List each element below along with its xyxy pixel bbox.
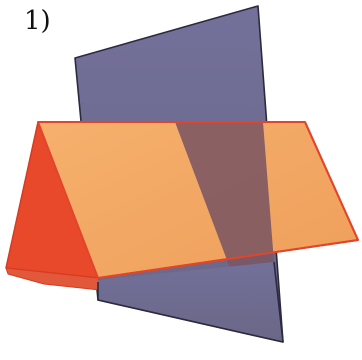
cutting-plane-lower — [98, 262, 283, 342]
figure-number-label: 1) — [24, 6, 51, 36]
cutting-plane-lower-edge — [97, 261, 284, 343]
prism-bottom-face — [5, 267, 101, 291]
prism-front-bottom-edge — [97, 239, 359, 279]
plane-prism-overlap — [175, 122, 274, 268]
prism-right-edge — [304, 121, 359, 241]
